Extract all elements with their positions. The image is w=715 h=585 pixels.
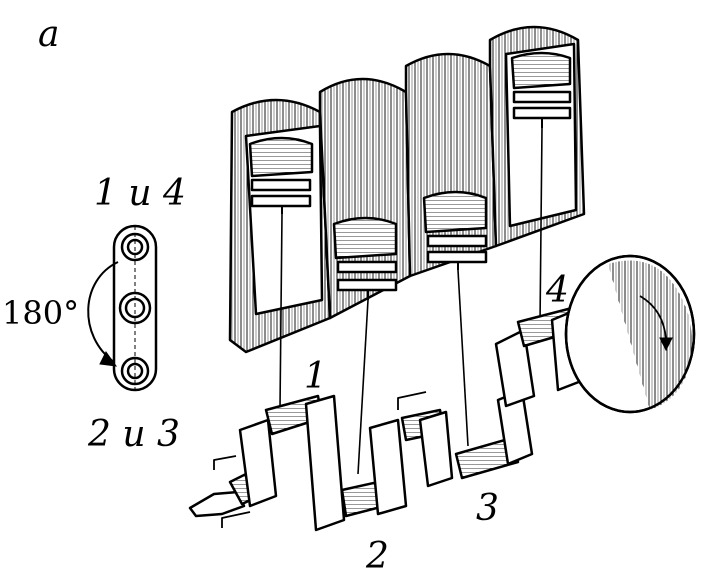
rotation-arc <box>87 261 119 363</box>
flywheel-arrowhead <box>659 337 673 352</box>
cylinder-number-1: 1 <box>304 356 327 397</box>
cylinder-3 <box>404 52 498 278</box>
cylinder-2 <box>318 77 412 320</box>
connecting-rods <box>279 127 543 475</box>
web-3a <box>418 410 454 488</box>
engine-block <box>228 25 586 354</box>
cylinder-number-3: 3 <box>476 488 499 529</box>
rod-1 <box>279 213 283 409</box>
cylinder-4 <box>488 25 586 248</box>
rod-2 <box>357 299 369 475</box>
shaft-nose <box>188 490 246 518</box>
scheme-bottom-label: 2 и 3 <box>87 414 180 455</box>
angle-label: 180° <box>2 294 79 332</box>
cylinder-1 <box>228 98 332 354</box>
arc-arrowhead <box>99 351 118 367</box>
flywheel <box>564 254 696 414</box>
crankpin-3 <box>454 436 520 480</box>
flywheel-rotation-arrow <box>639 295 667 341</box>
crank-throw-scheme: 1 и 4 2 и 3 180° <box>2 173 186 455</box>
rod-3 <box>457 269 469 447</box>
web-1a <box>238 418 278 508</box>
scheme-top-label: 1 и 4 <box>94 173 186 214</box>
cylinder-number-2: 2 <box>365 536 389 577</box>
cylinder-number-4: 4 <box>545 270 569 311</box>
rod-4 <box>539 127 543 325</box>
web-4a <box>494 328 536 408</box>
web-1b <box>304 394 346 532</box>
web-2 <box>368 418 408 516</box>
main-bearing-marks <box>213 365 615 528</box>
panel-label: а <box>38 14 59 55</box>
